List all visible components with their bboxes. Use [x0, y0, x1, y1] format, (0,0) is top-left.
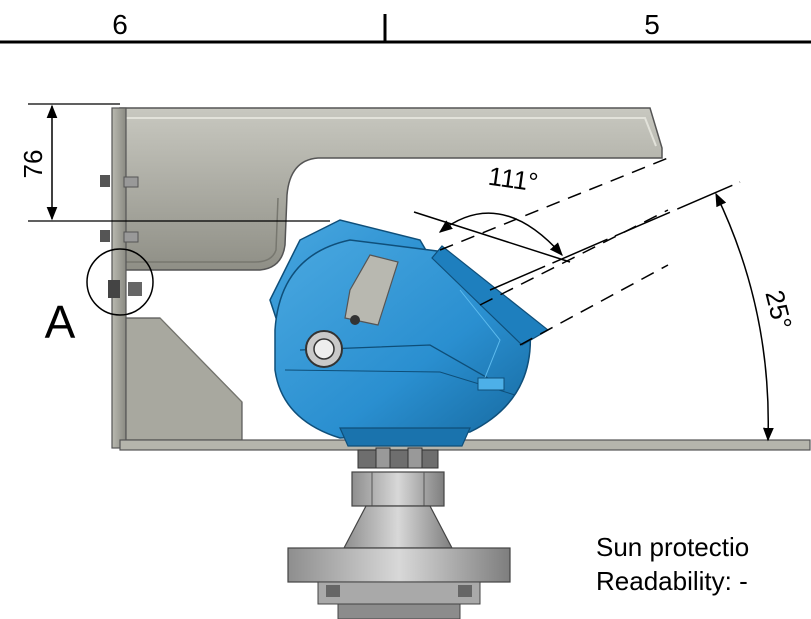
angle-111-label: 111° — [486, 161, 540, 198]
frame-border — [0, 14, 811, 44]
dimension-76-label: 76 — [18, 150, 48, 179]
detail-circle-a — [86, 248, 154, 316]
note-line-1: Sun protectio — [596, 532, 749, 562]
zone-label-left: 6 — [112, 9, 128, 40]
angle-25-label: 25° — [759, 287, 798, 332]
radar-housing — [269, 219, 550, 447]
angle-111-arc — [438, 212, 563, 257]
flange — [287, 547, 511, 583]
dimension-76 — [28, 103, 330, 222]
detail-label-a: A — [45, 296, 76, 348]
zone-label-right: 5 — [644, 9, 660, 40]
angle-25-arc — [715, 192, 774, 442]
process-connection — [287, 447, 511, 619]
bolt — [100, 175, 110, 187]
note-line-2: Readability: - — [596, 566, 748, 596]
